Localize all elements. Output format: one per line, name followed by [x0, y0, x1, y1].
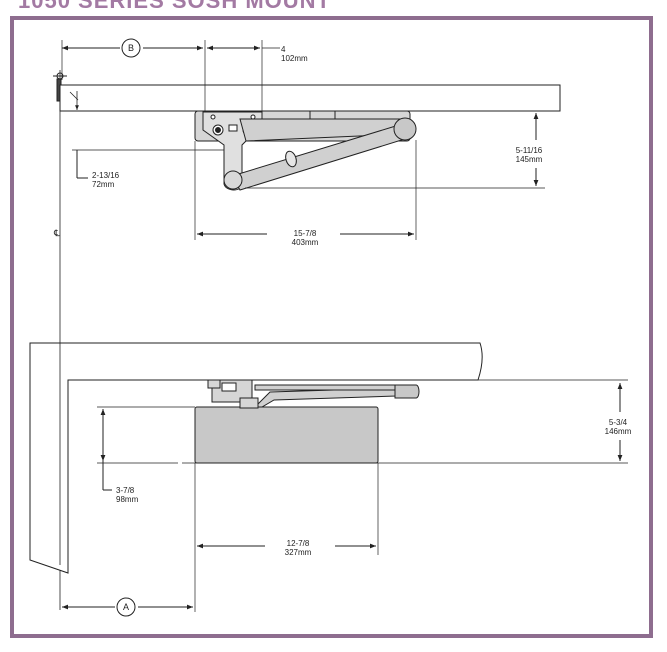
dim-arm-height-mm: 145mm: [516, 155, 543, 164]
centerline-symbol: ℄: [53, 228, 60, 238]
dim-body-height-mm: 98mm: [116, 495, 139, 504]
side-view: [29, 342, 628, 612]
dim-top-offset-mm: 102mm: [281, 54, 308, 63]
callout-b-circle: [121, 38, 141, 58]
callout-a-circle: [116, 597, 136, 617]
dim-body-width-mm: 327mm: [285, 548, 312, 557]
callout-b: B: [128, 43, 134, 53]
page-title: 1050 SERIES SOSH MOUNT: [18, 0, 331, 12]
dim-arm-width-mm: 403mm: [292, 238, 319, 247]
callout-a: A: [123, 602, 129, 612]
top-view: [53, 40, 561, 610]
side-arm: [253, 387, 397, 408]
arm-end: [394, 384, 420, 399]
door-top: [59, 84, 561, 112]
dim-overall-height-mm: 146mm: [605, 427, 632, 436]
dim-body-height-in: 3-7/8: [116, 486, 135, 495]
door-frame: [29, 342, 483, 574]
dim-arm-width-in: 15-7/8: [294, 229, 317, 238]
dim-body-width-in: 12-7/8: [287, 539, 310, 548]
dim-top-offset-in: 4: [281, 45, 286, 54]
dim-bracket-drop-mm: 72mm: [92, 180, 115, 189]
closer-body: [194, 406, 379, 464]
dim-bracket-drop-in: 2-13/16: [92, 171, 120, 180]
arm-elbow: [393, 117, 417, 141]
dim-overall-height-in: 5-3/4: [609, 418, 628, 427]
title-strip: 1050 SERIES SOSH MOUNT: [0, 0, 667, 12]
drawing-frame: [10, 16, 653, 638]
arm-pivot: [223, 170, 243, 190]
dim-arm-height-in: 5-11/16: [516, 146, 543, 155]
